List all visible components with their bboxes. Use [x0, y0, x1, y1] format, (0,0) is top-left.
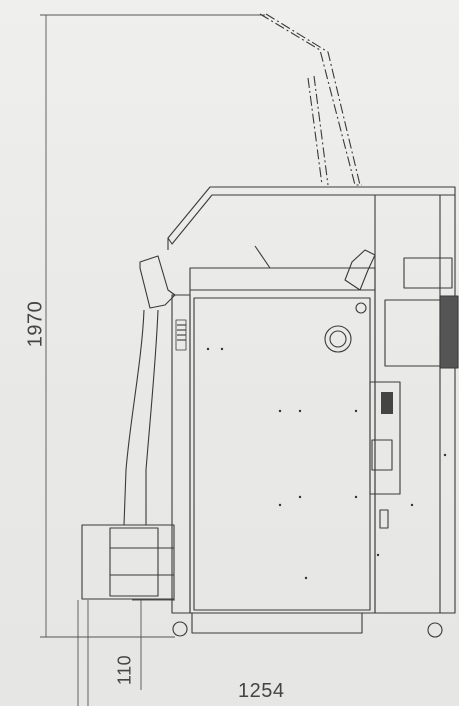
auger-chute — [139, 255, 176, 309]
width-dimension-label: 1254 — [238, 680, 285, 702]
pellet-hopper — [81, 524, 175, 600]
rear-wheel — [427, 622, 443, 638]
feed-hose — [123, 309, 145, 526]
height-dimension-label: 1970 — [24, 300, 47, 348]
clearance-dimension-label: 110 — [114, 654, 135, 686]
width-dimension-line — [77, 600, 89, 706]
control-panel — [369, 381, 401, 495]
hopper-panel — [171, 294, 191, 614]
clearance-dimension-line — [132, 599, 175, 690]
fan-housing — [403, 257, 453, 289]
boiler-body — [189, 267, 376, 614]
front-wheel — [172, 621, 188, 637]
height-dimension-line — [40, 14, 265, 638]
open-lid-outline — [259, 13, 362, 186]
fastener-dots — [206, 347, 447, 580]
inspection-port — [324, 325, 352, 353]
feed-arm — [344, 249, 376, 291]
